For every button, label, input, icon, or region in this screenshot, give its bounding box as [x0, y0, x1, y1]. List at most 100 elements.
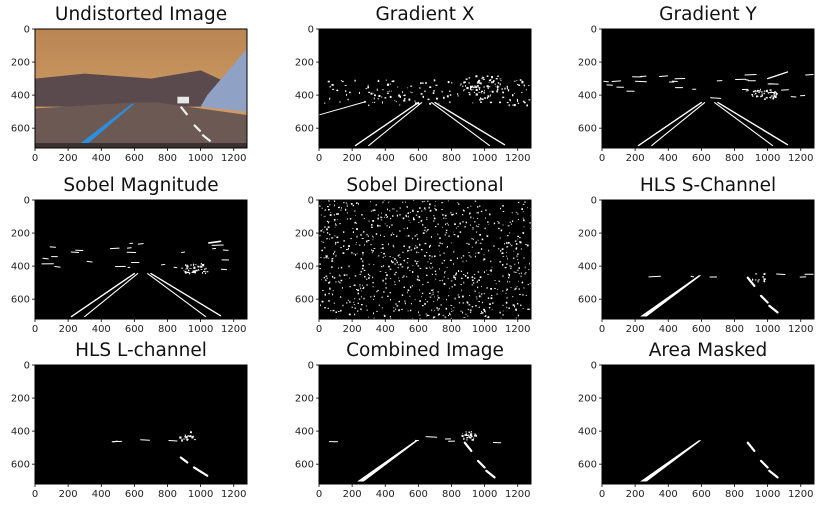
y-tick-label: 200 [295, 394, 314, 405]
panel-title: HLS L-channel [75, 340, 207, 361]
y-tick-label: 400 [11, 262, 30, 273]
x-tick-label: 200 [626, 489, 645, 500]
y-tick-label: 400 [11, 91, 30, 102]
x-tick-label: 0 [316, 324, 322, 335]
x-tick-label: 1000 [755, 153, 780, 164]
panel-title: HLS S-Channel [639, 175, 777, 196]
x-tick-label: 0 [316, 153, 322, 164]
x-tick-label: 0 [316, 489, 322, 500]
x-tick-label: 400 [92, 324, 111, 335]
y-tick-label: 600 [11, 295, 30, 306]
x-tick-label: 800 [158, 324, 177, 335]
x-tick-label: 1000 [472, 153, 497, 164]
y-tick-label: 600 [578, 124, 597, 135]
x-tick-label: 0 [32, 489, 38, 500]
x-tick-label: 1000 [472, 489, 497, 500]
x-tick-label: 600 [125, 153, 144, 164]
y-tick-label: 400 [578, 427, 597, 438]
x-tick-label: 400 [92, 489, 111, 500]
y-tick-label: 400 [295, 91, 314, 102]
panel-title: Sobel Magnitude [63, 175, 219, 196]
x-tick-label: 1000 [755, 489, 780, 500]
y-tick-label: 200 [578, 58, 597, 69]
x-tick-label: 600 [692, 489, 711, 500]
x-tick-label: 400 [659, 153, 678, 164]
x-tick-label: 400 [376, 153, 395, 164]
y-tick-label: 200 [578, 229, 597, 240]
y-tick-label: 400 [578, 91, 597, 102]
y-tick-label: 0 [24, 196, 30, 207]
x-tick-label: 600 [125, 489, 144, 500]
y-tick-label: 200 [295, 58, 314, 69]
x-tick-label: 0 [32, 153, 38, 164]
x-tick-label: 800 [442, 489, 461, 500]
x-tick-label: 0 [32, 324, 38, 335]
x-tick-label: 600 [692, 153, 711, 164]
x-tick-label: 1200 [221, 324, 246, 335]
x-tick-label: 1200 [788, 489, 813, 500]
x-tick-label: 1200 [788, 324, 813, 335]
y-tick-label: 400 [578, 262, 597, 273]
y-tick-label: 0 [591, 361, 597, 372]
x-tick-label: 400 [659, 489, 678, 500]
x-tick-label: 1000 [472, 324, 497, 335]
y-tick-label: 0 [308, 196, 314, 207]
x-tick-label: 600 [409, 324, 428, 335]
x-tick-label: 1200 [221, 153, 246, 164]
x-tick-label: 800 [158, 153, 177, 164]
x-tick-label: 0 [599, 324, 605, 335]
x-tick-label: 600 [692, 324, 711, 335]
x-tick-label: 600 [409, 153, 428, 164]
y-tick-label: 600 [11, 460, 30, 471]
x-tick-label: 200 [59, 153, 78, 164]
x-tick-label: 800 [725, 153, 744, 164]
y-tick-label: 0 [308, 25, 314, 36]
y-tick-label: 200 [11, 394, 30, 405]
x-tick-label: 1200 [505, 153, 530, 164]
x-tick-label: 1200 [221, 489, 246, 500]
x-tick-label: 0 [599, 153, 605, 164]
panel-title: Sobel Directional [346, 175, 504, 196]
panel-title: Undistorted Image [54, 4, 228, 25]
x-tick-label: 600 [125, 324, 144, 335]
y-tick-label: 400 [295, 427, 314, 438]
y-tick-label: 600 [295, 295, 314, 306]
x-tick-label: 800 [725, 489, 744, 500]
y-tick-label: 0 [591, 196, 597, 207]
y-tick-label: 200 [578, 394, 597, 405]
y-tick-label: 400 [295, 262, 314, 273]
x-tick-label: 200 [59, 324, 78, 335]
x-tick-label: 1200 [505, 324, 530, 335]
x-tick-label: 400 [92, 153, 111, 164]
x-tick-label: 200 [626, 324, 645, 335]
y-tick-label: 0 [24, 361, 30, 372]
y-tick-label: 200 [11, 229, 30, 240]
panel-title: Gradient Y [659, 4, 757, 25]
x-tick-label: 400 [376, 324, 395, 335]
x-tick-label: 1200 [505, 489, 530, 500]
x-tick-label: 200 [343, 489, 362, 500]
panel-title: Combined Image [346, 340, 504, 361]
x-tick-label: 1200 [788, 153, 813, 164]
x-tick-label: 1000 [755, 324, 780, 335]
x-tick-label: 800 [158, 489, 177, 500]
y-tick-label: 600 [11, 124, 30, 135]
